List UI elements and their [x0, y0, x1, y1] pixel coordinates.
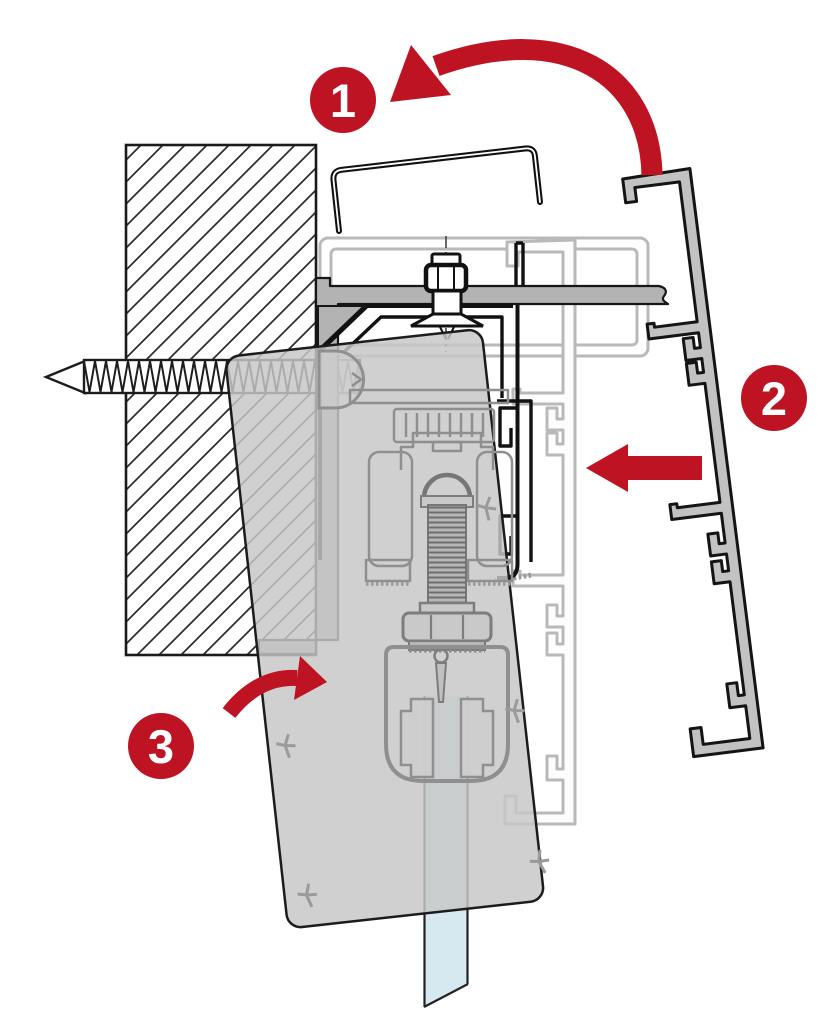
step1-badge-number: 1	[330, 74, 356, 127]
step2-badge: 2	[741, 365, 807, 431]
carrier-panel	[225, 328, 555, 929]
step3-arrow-shaft	[222, 669, 298, 719]
screw-head-notch	[351, 371, 364, 388]
left-guide-block	[367, 450, 414, 568]
bracket-gusset	[317, 305, 367, 353]
rail-hook-upper	[498, 406, 517, 448]
nut-facets	[429, 615, 465, 639]
clamp-jaw-left	[399, 697, 435, 779]
bolt-hex-head	[423, 262, 469, 294]
roller-carriage	[348, 388, 514, 586]
clip-cover-highlight	[332, 147, 541, 232]
glide-block-ribs	[404, 413, 485, 437]
step-annotations: 1 2 3	[128, 39, 807, 779]
step3-badge-circle	[128, 713, 194, 779]
hanger-bracket	[399, 431, 495, 470]
glide-block-tab	[431, 440, 463, 453]
clip-cover-outline	[330, 145, 543, 234]
rail-upper-wall	[514, 241, 525, 286]
step3-badge: 3	[128, 713, 194, 779]
step1-arrow-shaft	[432, 39, 663, 176]
suspension-bolt	[410, 236, 484, 352]
threaded-rod-threads	[428, 505, 466, 609]
bolt-countersunk-flare	[410, 312, 484, 328]
right-guide-block	[475, 450, 514, 568]
screw-head-boss	[317, 349, 365, 410]
carriage-top-plate	[348, 388, 510, 405]
glass-clamp	[384, 645, 510, 783]
bolt-hex-facets	[437, 267, 455, 289]
step2-badge-circle	[741, 365, 807, 431]
step2-arrow-icon	[586, 444, 702, 492]
bolt-shaft	[431, 289, 463, 317]
screw-tip	[42, 359, 87, 395]
adjustment-nut	[401, 611, 493, 643]
step1-badge: 1	[310, 67, 376, 133]
rod-hook-dome	[421, 472, 473, 499]
top-clip-cover	[330, 145, 543, 234]
step2-badge-number: 2	[761, 372, 787, 425]
step1-badge-circle	[310, 67, 376, 133]
left-foot	[364, 558, 412, 583]
clamp-jaw-right	[459, 697, 495, 779]
clamp-body	[384, 645, 510, 783]
right-foot	[466, 558, 514, 583]
step3-arrowhead-icon	[294, 656, 327, 700]
carrier-panel-body	[225, 328, 545, 929]
step1-arrowhead-icon	[390, 45, 451, 102]
step3-badge-number: 3	[148, 720, 174, 773]
hanger-pin	[434, 662, 448, 703]
